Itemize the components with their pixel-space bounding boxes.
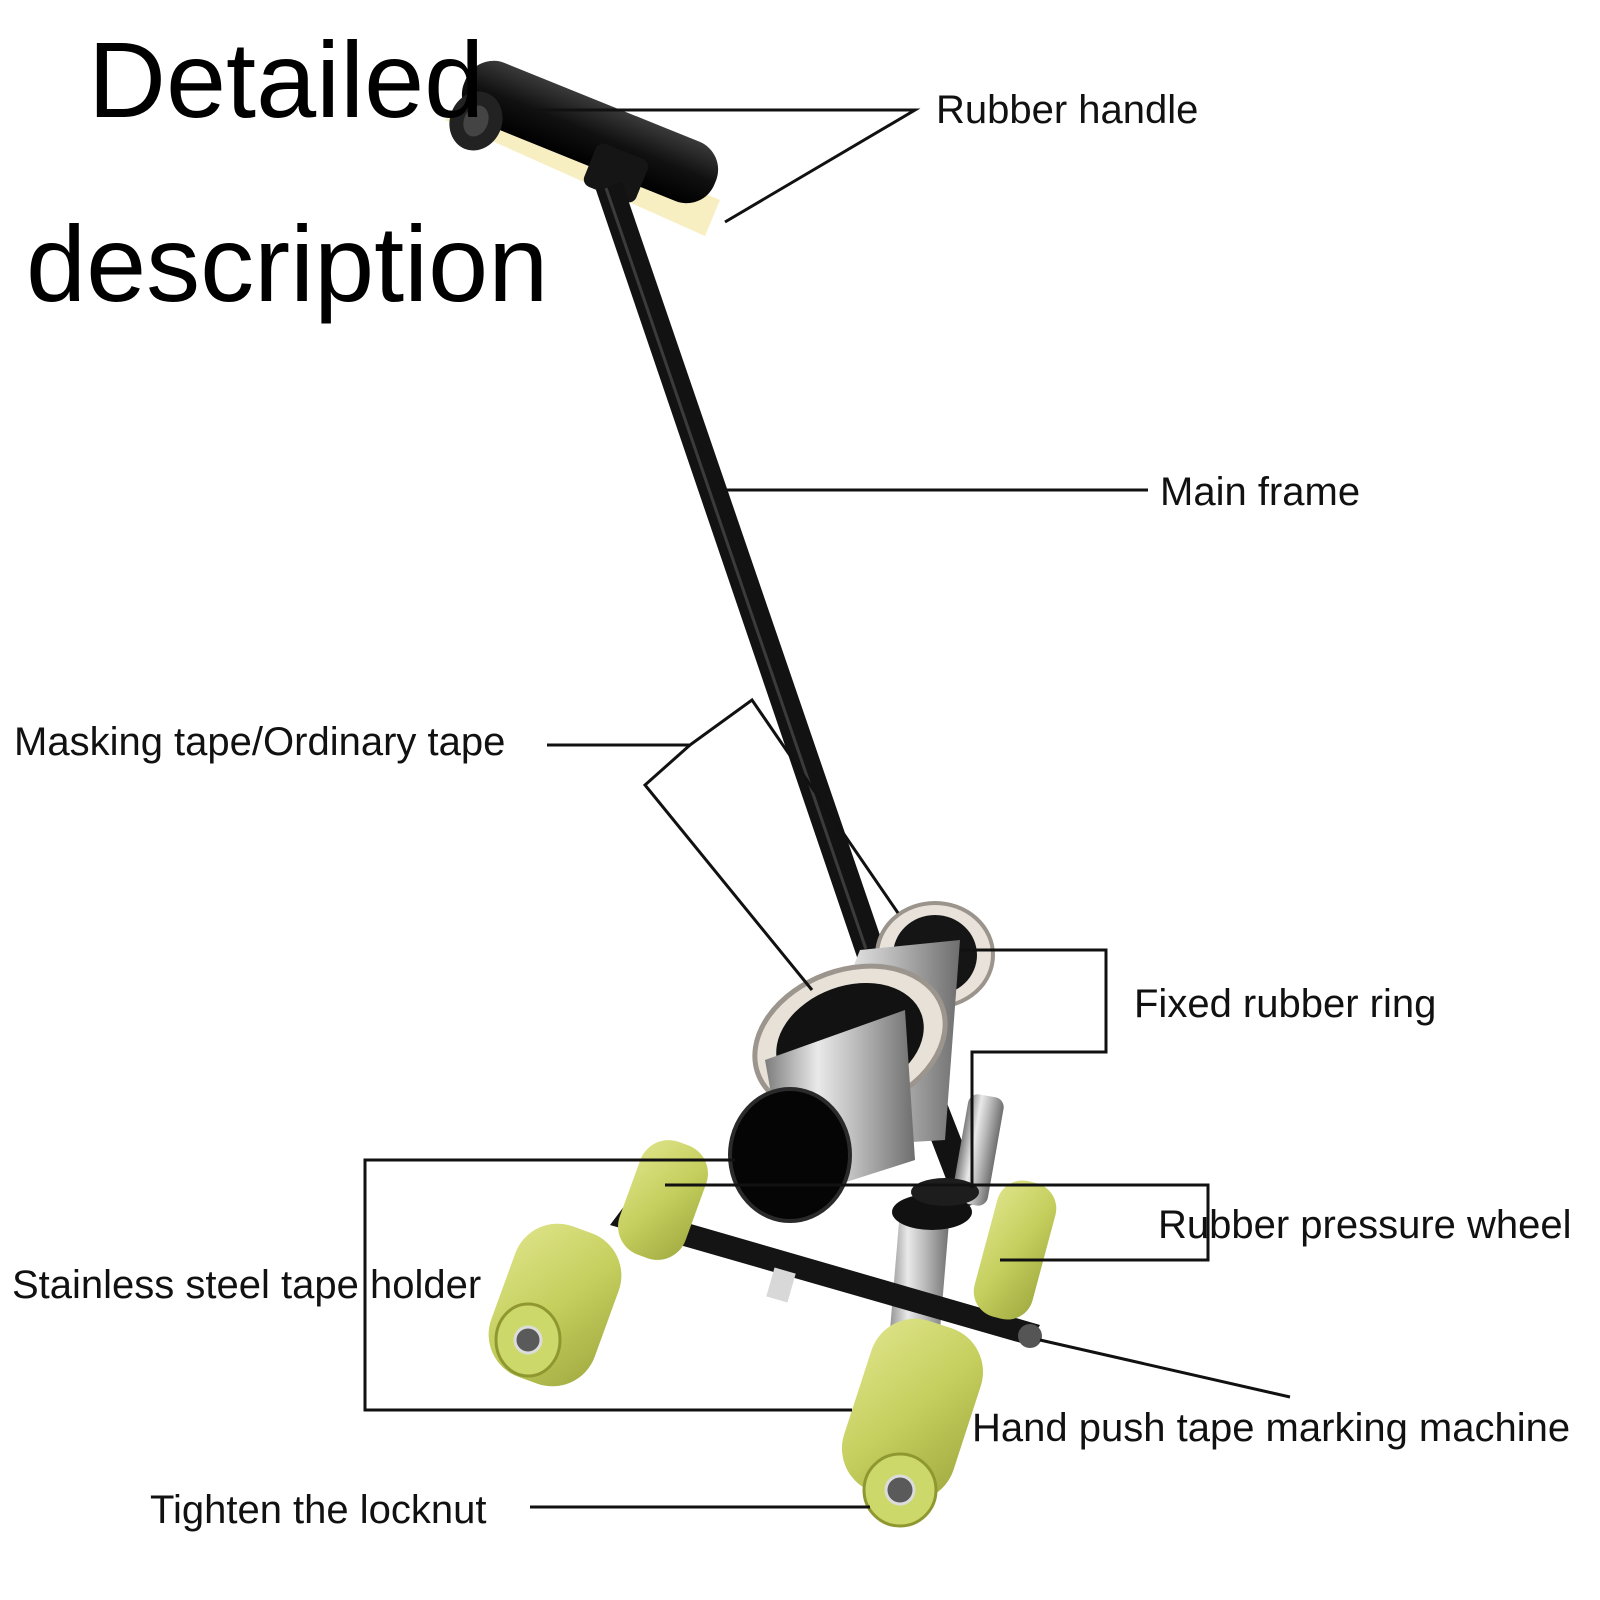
rubber-handle-shape bbox=[445, 60, 720, 236]
label-main-frame: Main frame bbox=[1160, 470, 1361, 514]
label-rubber-handle: Rubber handle bbox=[936, 88, 1199, 132]
label-fixed-rubber-ring: Fixed rubber ring bbox=[1134, 982, 1437, 1026]
leader-lines bbox=[363, 108, 1291, 1509]
title-line-1: Detailed bbox=[88, 19, 485, 140]
leader-hand-push-machine bbox=[1039, 1338, 1291, 1399]
label-rubber-pressure-wheel: Rubber pressure wheel bbox=[1158, 1203, 1572, 1247]
leader-masking-tape-lower bbox=[642, 743, 814, 991]
label-stainless-steel-tape-holder: Stainless steel tape holder bbox=[12, 1263, 482, 1307]
leader-rubber-handle bbox=[535, 108, 921, 224]
tape-core-shape bbox=[728, 901, 995, 1223]
rubber-pressure-wheels bbox=[488, 1140, 1057, 1528]
leader-rubber-pressure-wheel bbox=[665, 1183, 1210, 1262]
label-masking-tape: Masking tape/Ordinary tape bbox=[14, 720, 506, 764]
leader-fixed-rubber-ring bbox=[960, 948, 1108, 1188]
cross-bar-shape bbox=[610, 1205, 1042, 1348]
leader-masking-tape-upper bbox=[547, 697, 900, 914]
label-hand-push-machine: Hand push tape marking machine bbox=[972, 1406, 1571, 1450]
title-line-2: description bbox=[26, 203, 549, 324]
label-tighten-locknut: Tighten the locknut bbox=[150, 1488, 487, 1532]
leader-stainless-steel-holder bbox=[363, 1158, 852, 1412]
